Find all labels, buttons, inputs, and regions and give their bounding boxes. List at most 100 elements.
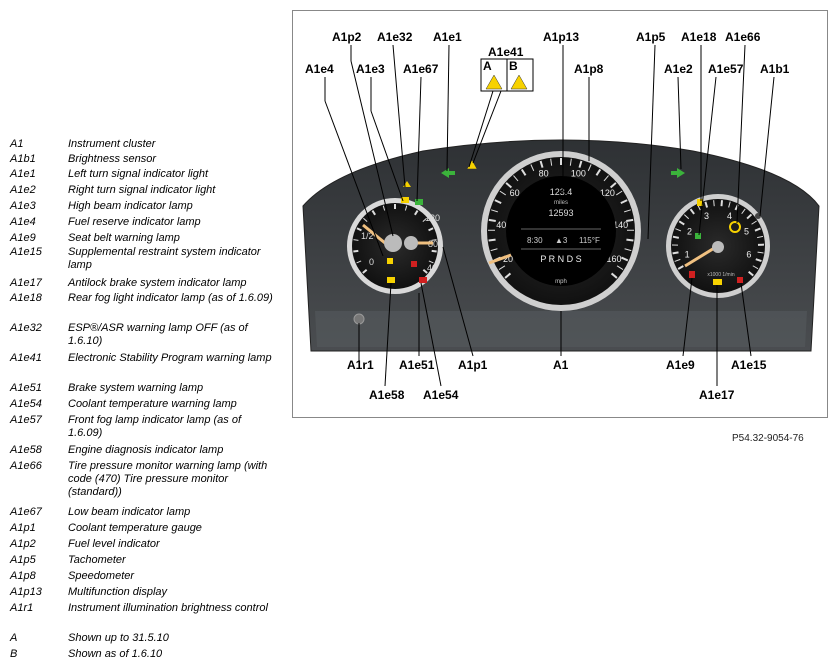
legend-description: Engine diagnosis indicator lamp — [68, 444, 224, 456]
high-beam-icon — [401, 197, 409, 203]
legend-code: A1e66 — [10, 460, 42, 472]
callout-a1e2: A1e2 — [664, 62, 693, 76]
legend-description: Supplemental restraint system indicator … — [68, 246, 261, 271]
gauge-tick — [746, 213, 753, 220]
gauge-tick — [371, 210, 376, 216]
legend-code: A1e2 — [10, 184, 36, 196]
gauge-tick — [550, 158, 553, 166]
callout-a1e54: A1e54 — [423, 388, 459, 402]
legend-description: Front fog lamp indicator lamp (as of 1.6… — [68, 414, 242, 439]
legend-description: Coolant temperature gauge — [68, 522, 202, 534]
gauge-tick — [626, 238, 634, 242]
gauge-tick — [362, 269, 368, 274]
gauge-label: 2 — [687, 226, 692, 236]
gauge-tick — [678, 220, 685, 226]
left-gauge: 120 80 40 1/2 0 — [347, 181, 443, 294]
brightness-control-knob — [353, 313, 365, 325]
gauge-label: 4 — [727, 211, 732, 221]
left-turn-signal-icon — [441, 168, 455, 178]
gauge-tick — [530, 164, 535, 172]
callout-a1e66: A1e66 — [725, 30, 761, 44]
gauge-tick — [490, 209, 498, 213]
legend-description: Shown up to 31.5.10 — [68, 632, 169, 644]
legend-description: Electronic Stability Program warning lam… — [68, 352, 272, 364]
gauge-tick — [609, 182, 617, 189]
gauge-tick — [363, 217, 368, 222]
legend-code: A1e18 — [10, 292, 42, 304]
gauge-tick — [757, 251, 764, 254]
gauge-tick — [620, 199, 628, 205]
gauge-label: 40 — [496, 220, 506, 230]
gauge-tick — [610, 272, 618, 279]
legend-code: A1b1 — [10, 153, 36, 165]
legend-code: A1p8 — [10, 570, 36, 582]
callout-a1e3: A1e3 — [356, 62, 385, 76]
display-temp: 115°F — [579, 236, 600, 245]
gauge-label: 5 — [744, 226, 749, 236]
gauge-tick — [720, 200, 724, 207]
brightness-sensor — [755, 213, 761, 219]
display-time: 8:30 — [527, 236, 543, 245]
callout-a1e67: A1e67 — [403, 62, 439, 76]
gauge-tick — [513, 175, 519, 182]
gauge-tick — [626, 218, 634, 222]
callout-a1e57: A1e57 — [708, 62, 744, 76]
gauge-tick — [520, 168, 527, 176]
gauge-tick — [713, 200, 715, 207]
callout-a1e51: A1e51 — [399, 358, 435, 372]
gauge-tick — [488, 238, 496, 242]
gauge-tick — [353, 239, 359, 241]
gauge-tick — [488, 218, 496, 222]
gauge-tick — [539, 160, 544, 168]
gauge-tick — [752, 265, 759, 270]
gauge-tick — [683, 214, 690, 220]
callout-a1e32: A1e32 — [377, 30, 413, 44]
legend-code: A1e57 — [10, 414, 42, 426]
gauge-tick — [672, 235, 680, 239]
tach-unit: x1000 1/min — [707, 272, 734, 278]
gauge-tick — [624, 209, 632, 213]
gauge-tick — [757, 235, 764, 239]
gauge-tick — [587, 164, 592, 172]
callout-labels: A1p2 A1e32 A1e1 A1e41 A1p13 A1p5 A1e18 A… — [305, 30, 790, 402]
gauge-tick — [624, 248, 632, 252]
legend-description: Coolant temperature warning lamp — [68, 398, 237, 410]
gauge-label: 3 — [704, 211, 709, 221]
gauge-tick — [431, 239, 437, 241]
gauge-tick — [428, 260, 434, 264]
fuel-tick-half: 1/2 — [361, 231, 374, 241]
gauge-tick — [755, 258, 762, 263]
gauge-label: 6 — [746, 249, 751, 259]
legend-code: A1r1 — [10, 602, 34, 614]
callout-a1p5: A1p5 — [636, 30, 666, 44]
gauge-label: 120 — [600, 188, 615, 198]
legend-code: A1e17 — [10, 277, 42, 289]
gauge-tick — [704, 201, 709, 208]
gauge-tick — [422, 217, 427, 222]
front-fog-icon — [695, 233, 701, 239]
legend-description: Seat belt warning lamp — [68, 232, 180, 244]
gauge-tick — [675, 228, 682, 232]
gauge-tick — [422, 269, 428, 274]
gauge-tick — [728, 201, 731, 208]
gauge-tick — [499, 190, 506, 196]
gauge-tick — [677, 265, 684, 270]
legend-description: High beam indicator lamp — [68, 200, 193, 212]
gauge-tick — [414, 210, 419, 216]
legend-description: Shown as of 1.6.10 — [68, 648, 163, 660]
gauge-tick — [505, 182, 513, 189]
leader-lines — [324, 44, 775, 387]
legend-description: Brake system warning lamp — [68, 382, 204, 394]
legend-description: Brightness sensor — [68, 153, 157, 165]
coolant-warning-icon — [411, 261, 417, 267]
display-line1: 123.4 — [550, 187, 573, 197]
gauge-label: 160 — [606, 254, 621, 264]
legend-code: A1p13 — [10, 586, 42, 598]
engine-diagnosis-icon — [387, 277, 395, 283]
brake-warning-icon — [419, 277, 427, 283]
tire-pressure-icon — [729, 221, 741, 233]
callout-a1e15: A1e15 — [731, 358, 767, 372]
callout-a1: A1 — [553, 358, 569, 372]
